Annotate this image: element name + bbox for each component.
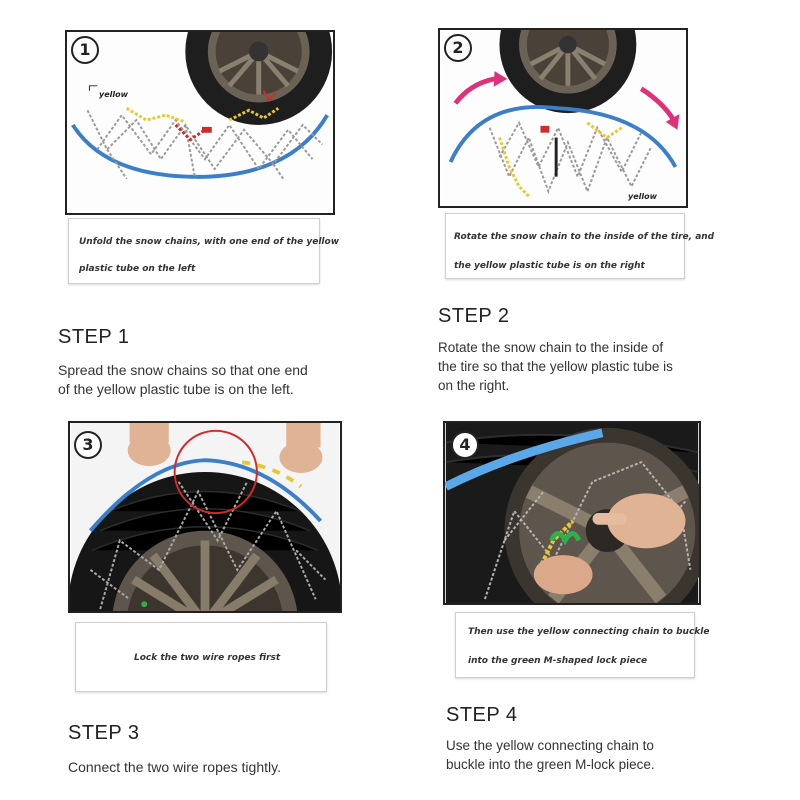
step2-desc-line2: the tire so that the yellow plastic tube… xyxy=(438,359,673,374)
step3-caption-box: Lock the two wire ropes first xyxy=(75,622,327,692)
step3-caption-line1: Lock the two wire ropes first xyxy=(134,653,281,663)
step4-photo: 4 xyxy=(443,421,701,605)
step2-caption-line1: Rotate the snow chain to the inside of t… xyxy=(454,232,715,242)
step2-photo-label: yellow xyxy=(628,192,658,201)
step2-illustration xyxy=(440,30,686,206)
step4-caption-box: Then use the yellow connecting chain to … xyxy=(455,612,709,678)
step1-illustration xyxy=(67,32,333,213)
step3-description: Connect the two wire ropes tightly. xyxy=(68,758,368,777)
step1-title: STEP 1 xyxy=(58,326,130,348)
step2-caption-line2: the yellow plastic tube is on the right xyxy=(454,261,645,271)
step4-desc-line2: buckle into the green M-lock piece. xyxy=(446,757,655,772)
step2-description: Rotate the snow chain to the inside of t… xyxy=(438,338,738,395)
step3-photo: 3 xyxy=(68,421,342,613)
step2-desc-line3: on the right. xyxy=(438,378,510,393)
step2-number-badge: 2 xyxy=(444,34,472,62)
step4-caption-line2: into the green M-shaped lock piece xyxy=(468,656,648,666)
step3-title: STEP 3 xyxy=(68,722,140,744)
step2-caption-box: Rotate the snow chain to the inside of t… xyxy=(445,213,714,279)
step3-number-badge: 3 xyxy=(74,431,102,459)
step2-photo: 2 yellow xyxy=(438,28,688,208)
step4-desc-line1: Use the yellow connecting chain to xyxy=(446,738,654,753)
step1-caption-line2: plastic tube on the left xyxy=(79,264,196,274)
step4-caption-line1: Then use the yellow connecting chain to … xyxy=(468,627,710,637)
step3-desc-line1: Connect the two wire ropes tightly. xyxy=(68,759,281,775)
step4-number-badge: 4 xyxy=(451,431,479,459)
step4-illustration xyxy=(445,423,699,603)
step1-caption-line1: Unfold the snow chains, with one end of … xyxy=(79,237,340,247)
step1-desc-line2: of the yellow plastic tube is on the lef… xyxy=(58,381,294,397)
step1-description: Spread the snow chains so that one end o… xyxy=(58,361,358,399)
step4-description: Use the yellow connecting chain to buckl… xyxy=(446,736,746,774)
step1-desc-line1: Spread the snow chains so that one end xyxy=(58,362,308,378)
step1-caption-box: Unfold the snow chains, with one end of … xyxy=(68,218,339,284)
step4-title: STEP 4 xyxy=(446,704,518,726)
step1-number-badge: 1 xyxy=(71,36,99,64)
step2-desc-line1: Rotate the snow chain to the inside of xyxy=(438,340,664,355)
step3-illustration xyxy=(70,423,340,611)
step1-photo: 1 yellow xyxy=(65,30,335,215)
step1-photo-label: yellow xyxy=(99,90,129,99)
step2-title: STEP 2 xyxy=(438,305,510,327)
